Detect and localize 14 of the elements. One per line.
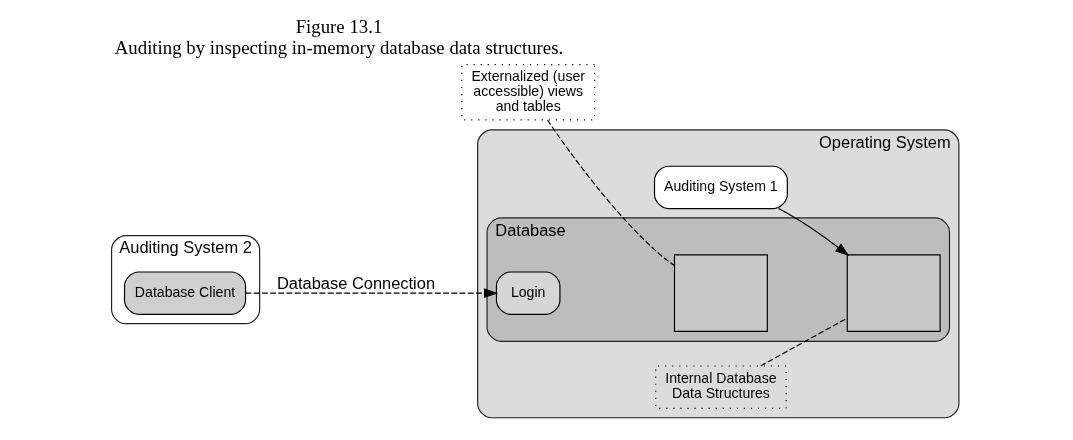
node-box: Login [495,271,560,315]
node-box: Auditing System 1 [653,165,788,210]
diagram-title: Figure 13.1 [295,15,382,37]
arrow [244,288,498,299]
node-box: Externalized (user accessible) views and tables [460,64,595,121]
connector [759,317,848,367]
arrow [777,208,849,256]
node-box: Internal Database Data Structures [654,365,787,409]
node-box: Database Client [123,271,246,315]
connector [546,119,675,267]
node-box [846,254,941,332]
node-box [673,254,768,332]
edge-label: Database Connection [276,273,435,292]
caption: Auditing by inspecting in-memory database data structures. [114,36,563,58]
